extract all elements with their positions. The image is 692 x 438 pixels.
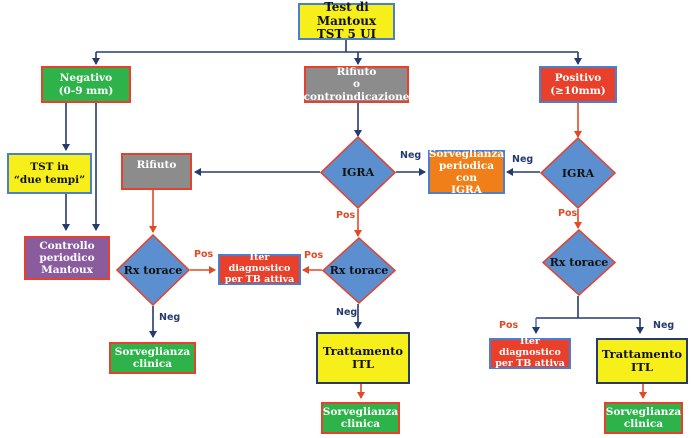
- edge-label-pos-rx-left: Pos: [194, 249, 214, 260]
- rx-torace-left-label: Rx torace: [123, 263, 183, 277]
- iter-diagnostico-left-node: Iter diagnostico per TB attiva: [218, 252, 301, 285]
- rx-torace-mid-diamond: Rx torace: [322, 237, 396, 304]
- sorveglianza-clinica-left-node: Sorveglianza clinica: [109, 342, 196, 374]
- edge-label-pos-igra-right: Pos: [558, 208, 578, 219]
- edge-label-neg-igra-mid: Neg: [400, 150, 422, 161]
- edge-root-to-branches: [96, 40, 578, 53]
- trattamento-itl-mid-node: Trattamento ITL: [316, 332, 410, 384]
- sorveglianza-clinica-right-node: Sorveglianza clinica: [604, 402, 683, 434]
- igra-right-diamond: IGRA: [540, 137, 616, 209]
- edge-label-neg-rx-mid: Neg: [336, 307, 358, 318]
- rifiuto-controindicazione-node: Rifiuto o controindicazione: [303, 66, 410, 103]
- rx-torace-mid-label: Rx torace: [329, 264, 389, 277]
- trattamento-itl-right-node: Trattamento ITL: [596, 338, 688, 384]
- edge-label-pos-rx-right: Pos: [499, 320, 519, 331]
- sorveglianza-clinica-mid-node: Sorveglianza clinica: [321, 402, 400, 434]
- positivo-node: Positivo (≥10mm): [539, 66, 617, 103]
- edge-label-pos-igra-mid: Pos: [336, 210, 356, 221]
- rx-torace-right-diamond: Rx torace: [542, 229, 616, 296]
- iter-diagnostico-right-node: Iter diagnostico per TB attiva: [489, 336, 571, 369]
- rx-torace-left-diamond: Rx torace: [116, 234, 190, 306]
- rifiuto-node: Rifiuto: [121, 153, 192, 190]
- root-node: Test di Mantoux TST 5 UI: [298, 0, 395, 41]
- controllo-periodico-node: Controllo periodico Mantoux: [24, 236, 110, 280]
- igra-mid-diamond: IGRA: [320, 136, 396, 209]
- tst-due-tempi-node: TST in “due tempi”: [7, 153, 92, 194]
- rx-torace-right-label: Rx torace: [549, 256, 609, 269]
- edge-label-neg-rx-left: Neg: [159, 312, 181, 323]
- sorveglianza-igra-node: Sorveglianza periodica con IGRA: [428, 147, 505, 197]
- edge-label-pos-rx-mid: Pos: [304, 250, 324, 261]
- edge-label-neg-rx-right: Neg: [653, 320, 675, 331]
- negativo-node: Negativo (0-9 mm): [41, 66, 131, 103]
- igra-right-label: IGRA: [561, 166, 595, 180]
- edge-rx-right-split: [536, 296, 640, 319]
- edge-label-neg-igra-right: Neg: [512, 154, 534, 165]
- igra-mid-label: IGRA: [341, 166, 375, 179]
